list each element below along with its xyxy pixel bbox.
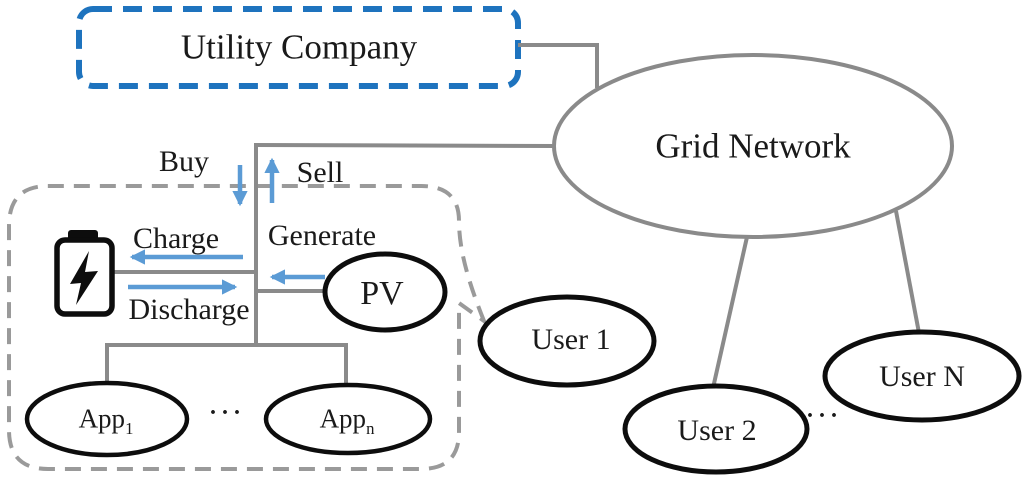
home-dashed-boundary: [7, 184, 489, 471]
pv-ellipse: [322, 251, 448, 333]
app1-label: App1: [78, 403, 134, 438]
user2-ellipse: [622, 383, 810, 475]
users-ellipsis: ···: [805, 403, 843, 429]
apps-bus-line: [105, 343, 348, 385]
user2-label: User 2: [677, 414, 757, 447]
utility-to-grid-line: [518, 43, 599, 88]
utility-company-label: Utility Company: [180, 27, 418, 67]
appn-ellipse: [263, 382, 433, 456]
userN-ellipse: [822, 329, 1022, 423]
battery-icon: [54, 230, 115, 317]
pv-label: PV: [360, 275, 404, 312]
appn-label: Appn: [319, 403, 375, 438]
grid-network-label: Grid Network: [655, 126, 851, 166]
grid-network-ellipse: [552, 53, 954, 239]
app1-ellipse: [24, 380, 190, 458]
utility-company-box: [76, 6, 521, 89]
home-to-grid-line: [253, 143, 557, 148]
generate-label: Generate: [267, 219, 377, 252]
apps-ellipsis: ···: [208, 400, 246, 426]
user1-label: User 1: [531, 323, 611, 356]
grid-to-userN-line: [894, 210, 921, 334]
userN-label: User N: [879, 360, 965, 393]
user1-ellipse: [477, 294, 657, 388]
lightning-bolt-icon: [70, 251, 98, 305]
grid-to-user2-line: [711, 236, 749, 389]
discharge-label: Discharge: [128, 293, 250, 326]
buy-label: Buy: [158, 145, 210, 178]
charge-label: Charge: [132, 222, 220, 255]
sell-label: Sell: [296, 156, 344, 189]
